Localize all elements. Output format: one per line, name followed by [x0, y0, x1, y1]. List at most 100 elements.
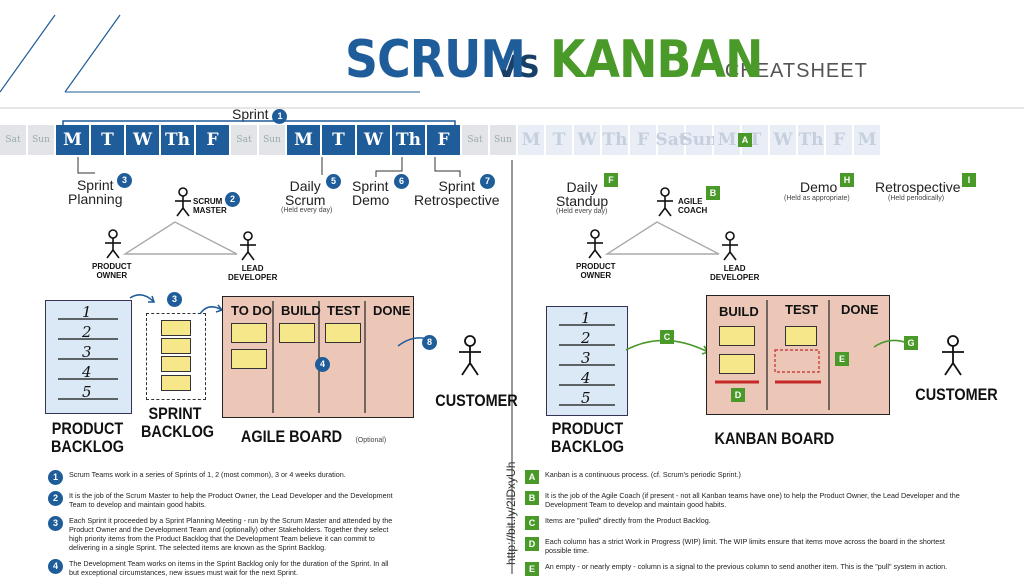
sticky-note [785, 326, 817, 346]
day-cell: F [196, 125, 229, 155]
title-cheatsheet: CHEATSHEET [724, 60, 868, 82]
badge-d: D [731, 388, 745, 402]
backlog-item-number: 3 [82, 343, 92, 361]
note-text: It is the job of the Agile Coach (if pre… [545, 491, 960, 509]
title-vs: VS [495, 50, 540, 85]
day-cell: Th [798, 125, 824, 155]
vertical-url[interactable]: http://bit.ly/2lDxyUh [504, 461, 518, 565]
note-text: Items are "pulled" directly from the Pro… [545, 516, 711, 525]
note-text: The Development Team works on items in t… [69, 559, 389, 577]
customer-figure-icon [459, 335, 481, 376]
sticky-note [279, 323, 315, 343]
sprint-bracket [62, 120, 456, 126]
badge-f: F [604, 173, 618, 187]
kanban-customer-figure-icon [942, 335, 964, 376]
backlog-lines [559, 324, 615, 406]
note-item: D Each column has a strict Work in Progre… [525, 537, 965, 555]
kanban-col-build: BUILD [719, 304, 759, 319]
badge-h: H [840, 173, 854, 187]
kanban-customer-label: CUSTOMER [915, 385, 998, 404]
owner-figure-icon [105, 229, 121, 259]
agile-board: TO DO BUILD TEST DONE 4 [222, 296, 414, 418]
kanban-roles-diagram [587, 187, 738, 261]
note-text: Each Sprint it proceeded by a Sprint Pla… [69, 516, 393, 552]
product-owner-label: PRODUCT OWNER [92, 262, 132, 280]
day-cell: W [770, 125, 796, 155]
sprint-backlog-box [146, 313, 206, 400]
sprint-backlog-title: SPRINT BACKLOG [141, 404, 215, 441]
badge-c: C [660, 330, 674, 344]
day-cell: F [427, 125, 460, 155]
backlog-item-number: 1 [82, 303, 92, 321]
note-text: Each column has a strict Work in Progres… [545, 537, 945, 555]
agile-coach-figure-icon [657, 187, 673, 217]
day-cell: Th [161, 125, 194, 155]
badge-a: A [738, 133, 752, 147]
badge-g: G [904, 336, 918, 350]
badge-b: B [706, 186, 720, 200]
board-col-build: BUILD [281, 303, 321, 318]
day-cell: Sat [231, 125, 257, 155]
badge-7: 7 [480, 174, 495, 189]
backlog-item-number: 2 [82, 323, 92, 341]
day-cell: Sun [681, 125, 718, 155]
kanban-col-test: TEST [785, 302, 819, 317]
demo-note: (Held as appropriate) [784, 195, 850, 202]
kanban-board: BUILD TEST DONE D E [706, 295, 890, 415]
backlog-item-number: 5 [581, 389, 591, 407]
note-badge: 3 [48, 516, 63, 531]
badge-3: 3 [117, 173, 132, 188]
day-cell: Sun [259, 125, 285, 155]
note-badge: A [525, 470, 539, 484]
note-text: Scrum Teams work in a series of Sprints … [69, 470, 346, 479]
sticky-note [719, 326, 755, 346]
agile-board-title: AGILE BOARD (Optional) [240, 427, 387, 446]
note-item: 3 Each Sprint it proceeded by a Sprint Pl… [48, 516, 399, 552]
kanban-lead-developer-label: LEAD DEVELOPER [710, 264, 760, 282]
board-col-todo: TO DO [231, 303, 272, 318]
daily-scrum-label: Daily Scrum [285, 178, 326, 208]
backlog-item-number: 3 [581, 349, 591, 367]
sticky-note [719, 354, 755, 374]
scrum-master-figure-icon [175, 187, 191, 217]
badge-i: I [962, 173, 976, 187]
badge-5: 5 [326, 174, 341, 189]
title-kanban: KANBAN [549, 30, 763, 90]
scrum-connectors [77, 157, 461, 177]
day-cell: F [630, 125, 656, 155]
developer-figure-icon [240, 231, 256, 261]
note-text: An empty - or nearly empty - column is a… [545, 562, 948, 571]
backlog-lines [58, 318, 118, 400]
day-cell: T [546, 125, 572, 155]
day-cell: Sun [490, 125, 516, 155]
scrum-master-label: SCRUM MASTER [193, 197, 227, 215]
demo-label: Demo [800, 179, 838, 195]
day-cell: Sat [655, 125, 687, 155]
sticky-note [161, 356, 191, 372]
badge-3b: 3 [167, 292, 182, 307]
owner-figure-icon [587, 229, 603, 259]
backlog-item-number: 1 [581, 309, 591, 327]
daily-standup-note: (Held every day) [556, 208, 608, 215]
retrospective-label: Retrospective [875, 179, 961, 195]
board-col-test: TEST [327, 303, 361, 318]
day-cell: Sat [462, 125, 488, 155]
kanban-product-owner-label: PRODUCT OWNER [576, 262, 616, 280]
arrow-icon [397, 336, 438, 347]
note-badge: D [525, 537, 539, 551]
day-cell: M [287, 125, 320, 155]
developer-figure-icon [722, 231, 738, 261]
note-badge: 4 [48, 559, 63, 574]
day-cell: W [357, 125, 390, 155]
day-cell: Th [392, 125, 425, 155]
sticky-note [161, 338, 191, 354]
day-cell: T [322, 125, 355, 155]
day-cell: M [714, 125, 740, 155]
badge-4: 4 [315, 357, 330, 372]
